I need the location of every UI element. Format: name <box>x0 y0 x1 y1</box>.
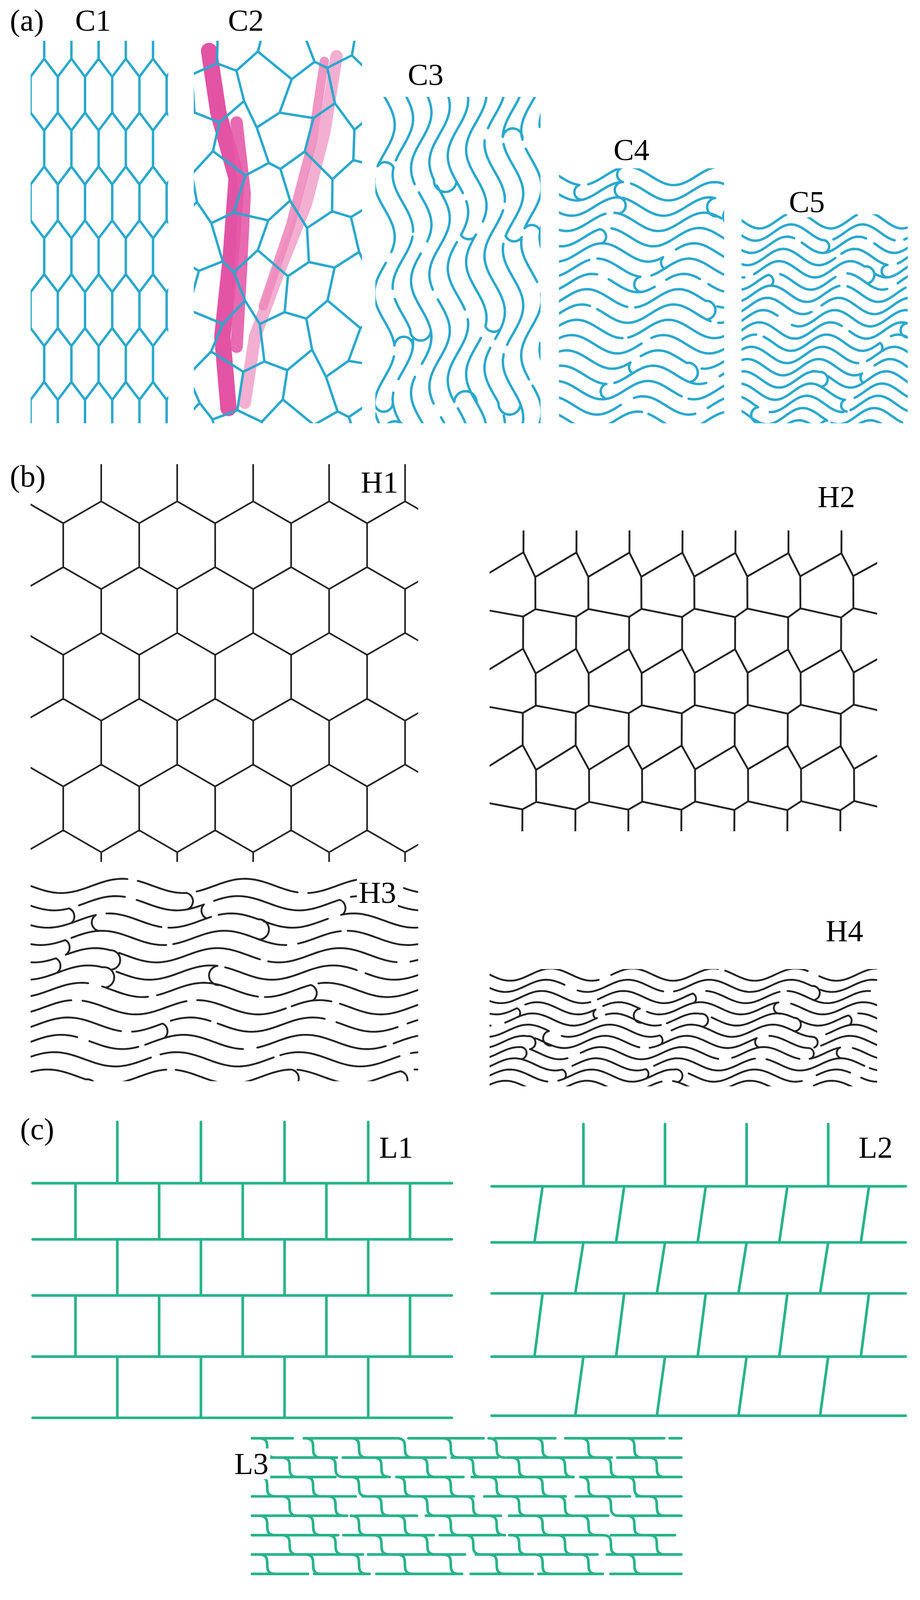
panel-label: H1 <box>359 467 401 498</box>
panel-c2 <box>193 40 363 424</box>
panel-label: (a) <box>8 5 46 36</box>
panel-label: L2 <box>856 1132 895 1163</box>
stripe-wall <box>489 969 878 1087</box>
panel-label: C5 <box>787 186 827 218</box>
highlight-region <box>244 55 337 403</box>
highlight-region <box>236 122 245 348</box>
panel-h4 <box>489 969 878 1087</box>
panel-h1 <box>30 464 419 862</box>
panel-c4 <box>558 168 725 424</box>
panel-l3 <box>251 1438 682 1575</box>
panel-l2 <box>491 1124 906 1416</box>
stripe-wall <box>375 96 541 424</box>
panel-c3 <box>375 96 541 424</box>
panel-c5 <box>741 214 908 424</box>
stripe-wall <box>741 214 908 424</box>
panel-h3 <box>30 878 419 1081</box>
cell-wall <box>193 40 363 424</box>
panel-h2 <box>489 530 878 832</box>
panel-label: H3 <box>356 877 398 909</box>
stripe-wall <box>558 168 725 424</box>
cell-wall <box>30 40 169 424</box>
brick-wall <box>32 1121 452 1418</box>
panel-label: C4 <box>611 134 652 166</box>
cell-wall <box>489 530 878 832</box>
panel-label: L1 <box>377 1132 415 1163</box>
panel-label: (b) <box>8 461 48 492</box>
panel-label: (c) <box>18 1113 56 1145</box>
highlight-region <box>262 61 325 306</box>
brick-wall <box>491 1124 906 1416</box>
panel-l1 <box>32 1121 452 1418</box>
panel-c1 <box>30 40 169 424</box>
cell-wall <box>30 464 419 862</box>
stripe-wall <box>30 878 419 1081</box>
panel-label: L3 <box>232 1448 271 1480</box>
panel-label: C2 <box>226 5 266 36</box>
brick-wall <box>251 1438 682 1575</box>
panel-label: C1 <box>73 5 113 36</box>
panel-label: H2 <box>815 481 857 513</box>
panel-label: H4 <box>823 915 865 947</box>
panel-label: C3 <box>405 59 446 91</box>
